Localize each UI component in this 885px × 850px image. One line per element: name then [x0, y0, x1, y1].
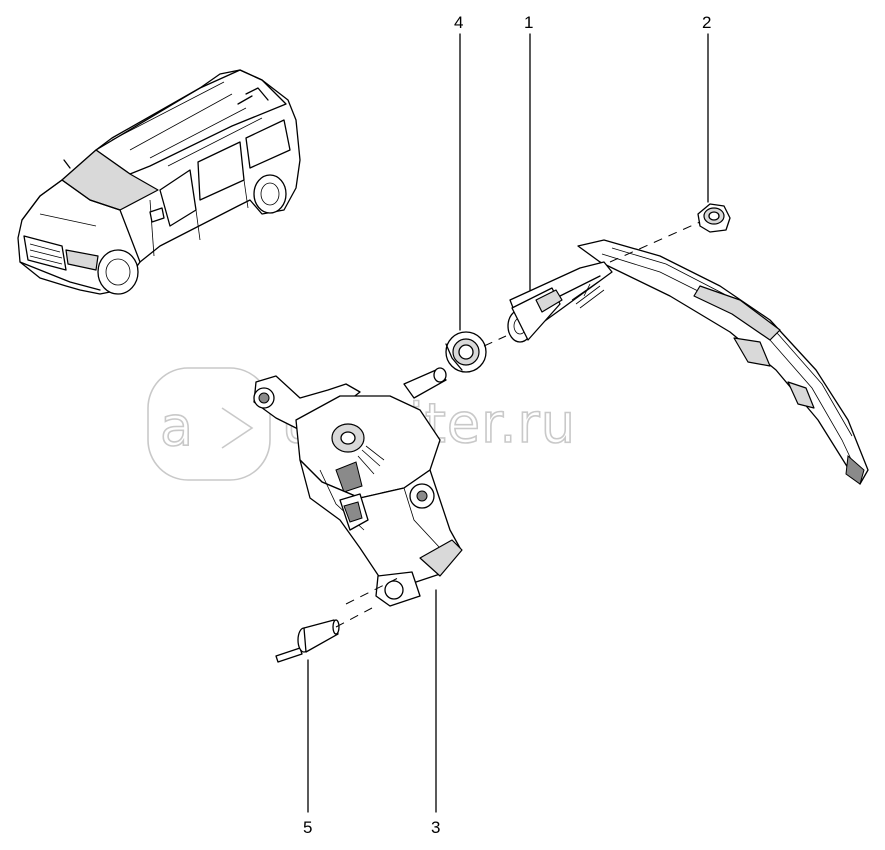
- leader-lines: [307, 33, 709, 813]
- rivet-pin: [275, 619, 340, 663]
- callout-4: 4: [454, 13, 463, 32]
- wiper-motor: [253, 367, 463, 607]
- assembly-axes: [335, 221, 701, 628]
- watermark-logo-mark: [221, 407, 254, 449]
- seal-bushing: [445, 331, 487, 373]
- callout-5: 5: [303, 818, 312, 837]
- callout-3: 3: [431, 818, 440, 837]
- callout-2: 2: [702, 13, 711, 32]
- car-illustration: [17, 69, 301, 295]
- watermark-logo-frame: [147, 367, 271, 481]
- callout-1: 1: [524, 13, 533, 32]
- wiper-arm-assembly: [507, 239, 869, 485]
- nut: [697, 203, 731, 233]
- watermark-logo: a: [160, 395, 194, 458]
